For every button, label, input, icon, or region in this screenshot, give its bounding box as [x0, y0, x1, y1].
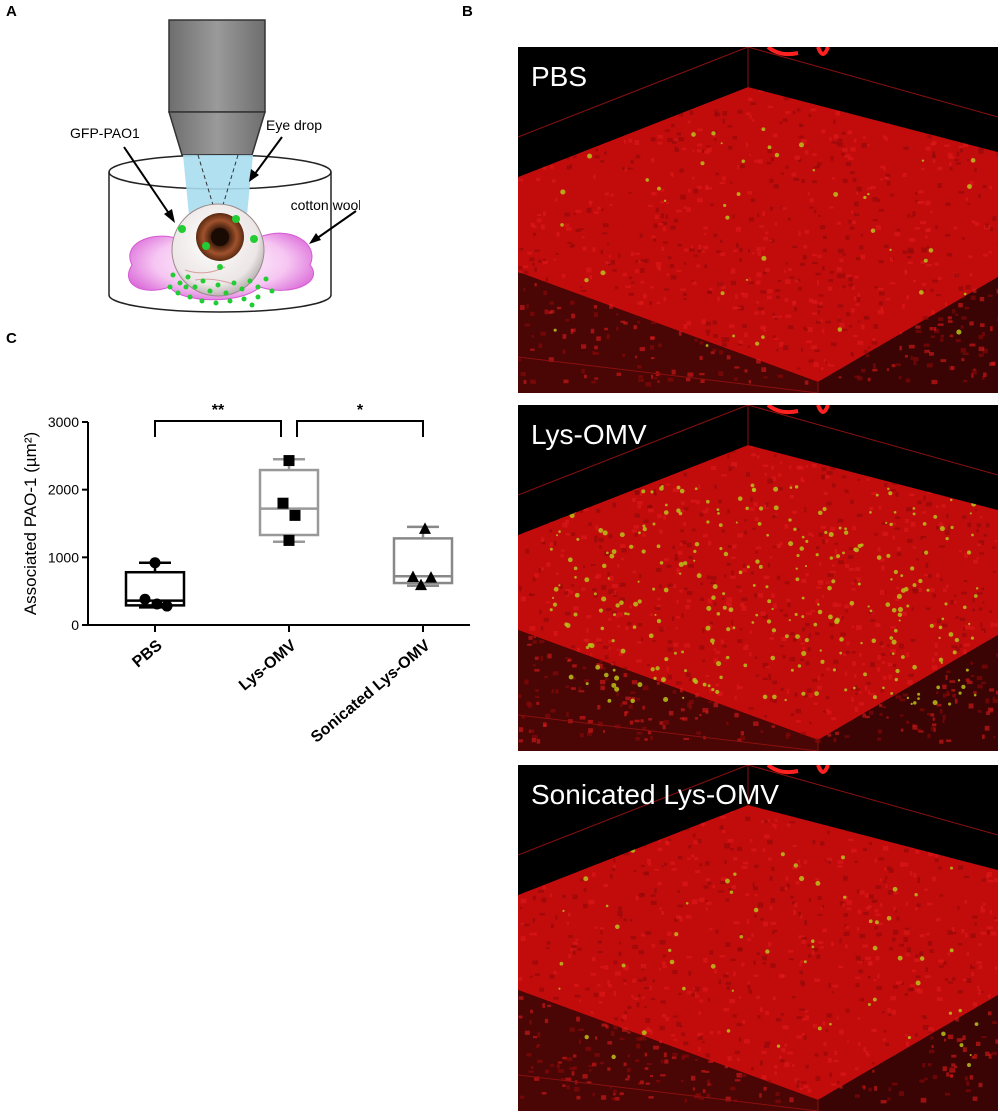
x-category-label: Sonicated Lys-OMV	[308, 637, 434, 746]
micrograph-lys-omv: Lys-OMV	[518, 405, 998, 751]
data-point	[149, 557, 161, 569]
objective-tip	[167, 111, 267, 156]
micrograph-pbs: PBS	[518, 47, 998, 393]
data-point	[283, 455, 295, 467]
data-point	[139, 593, 151, 605]
tissue-face-left	[518, 630, 818, 751]
scale-artifact	[766, 405, 830, 415]
significance-bracket	[296, 420, 424, 437]
bounding-box-line	[518, 47, 998, 138]
label-cotton-wool: cotton wool	[291, 197, 360, 213]
scale-artifact	[766, 47, 830, 57]
chart-significance: ***	[154, 402, 424, 437]
tissue-face-right	[818, 635, 998, 751]
experimental-setup-schematic: GFP-PAO1 Eye drop cotton wool	[70, 19, 360, 313]
micrograph-label: Lys-OMV	[531, 419, 647, 450]
bounding-box-line	[518, 405, 998, 496]
chart-points	[139, 455, 437, 612]
tissue-face-left	[518, 272, 818, 393]
data-point	[415, 578, 427, 591]
data-point	[419, 522, 431, 534]
micrograph-image	[518, 405, 998, 751]
y-tick-label: 2000	[48, 482, 79, 498]
scale-artifact	[766, 765, 830, 775]
micrograph-label: PBS	[531, 61, 588, 92]
tissue-face-left	[518, 990, 818, 1111]
panel-letter-c: C	[6, 330, 17, 347]
container-base	[108, 294, 332, 313]
x-category-label: PBS	[129, 637, 165, 671]
data-point	[425, 571, 437, 583]
chart-boxes	[124, 457, 454, 609]
label-gfp-pao1: GFP-PAO1	[70, 125, 140, 141]
bounding-box-line	[518, 765, 998, 856]
box-1	[258, 457, 320, 544]
y-tick-label: 1000	[48, 549, 79, 565]
objective-body	[168, 19, 266, 113]
panel-letter-a: A	[6, 3, 17, 20]
y-tick-label: 0	[71, 617, 79, 633]
y-axis-label: Associated PAO-1 (µm²)	[21, 432, 40, 615]
significance-label: **	[212, 402, 225, 419]
tissue-face-right	[818, 277, 998, 393]
data-point	[283, 534, 295, 546]
data-point	[277, 497, 289, 509]
data-point	[407, 570, 419, 582]
x-category-label: Lys-OMV	[236, 637, 300, 694]
box-rect	[258, 468, 320, 537]
micrograph-label: Sonicated Lys-OMV	[531, 779, 779, 810]
panel-letter-b: B	[462, 3, 473, 20]
gfp-bacteria	[178, 215, 258, 270]
tissue-surface	[518, 445, 998, 740]
tissue-face-right	[818, 995, 998, 1111]
label-eye-drop: Eye drop	[266, 117, 322, 133]
box-2	[392, 525, 454, 588]
data-point	[151, 598, 163, 610]
micrograph-image	[518, 47, 998, 393]
significance-bracket	[154, 420, 282, 437]
gfp-bacteria-cotton	[167, 272, 275, 308]
data-point	[289, 509, 301, 521]
micrograph-sonicated-lys-omv: Sonicated Lys-OMV	[518, 765, 998, 1111]
data-point	[161, 600, 173, 612]
chart-axes: 0 1000 2000 3000	[48, 414, 470, 633]
micrograph-image	[518, 765, 998, 1111]
y-tick-label: 3000	[48, 414, 79, 430]
significance-label: *	[357, 402, 364, 419]
tissue-surface	[518, 87, 998, 382]
